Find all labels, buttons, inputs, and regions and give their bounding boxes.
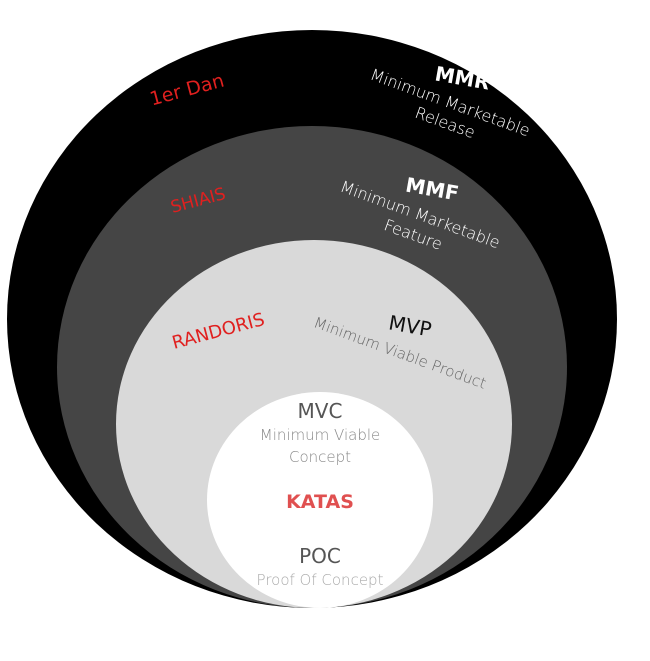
core-bottom-code: POC — [299, 544, 341, 568]
core-top-name: Minimum Viable — [260, 426, 381, 444]
core-katas — [207, 392, 433, 608]
core-top-code: MVC — [298, 399, 343, 423]
core-bottom-name: Proof Of Concept — [257, 571, 384, 589]
core-level-label: KATAS — [286, 491, 354, 513]
core-top-name: Concept — [289, 448, 351, 466]
